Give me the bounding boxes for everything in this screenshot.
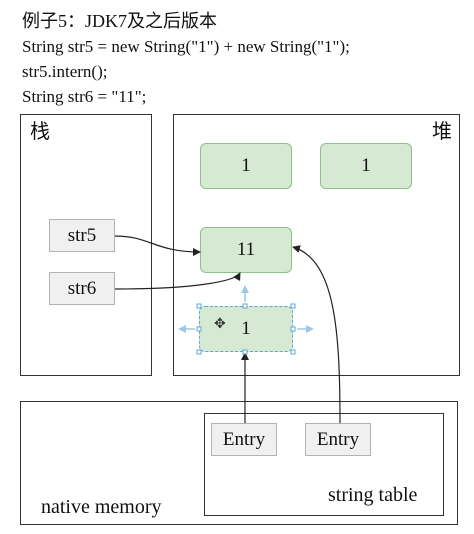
native-memory-label: native memory: [41, 496, 162, 518]
stack-label: 栈: [30, 119, 50, 143]
stack-var-str5[interactable]: str5: [49, 219, 115, 252]
string-table-entry-2[interactable]: Entry: [305, 423, 371, 456]
code-line-1: String str5 = new String("1") + new Stri…: [22, 37, 350, 56]
move-icon[interactable]: ✥: [214, 316, 226, 332]
code-line-2: str5.intern();: [22, 62, 108, 81]
heap-label: 堆: [432, 119, 452, 143]
string-table-label: string table: [328, 484, 418, 506]
stack-var-str6[interactable]: str6: [49, 272, 115, 305]
heap-object-1a[interactable]: 1: [200, 143, 292, 189]
code-line-3: String str6 = "11";: [22, 87, 147, 106]
heap-object-1b[interactable]: 1: [320, 143, 412, 189]
heap-object-11[interactable]: 11: [200, 227, 292, 273]
string-table-entry-1[interactable]: Entry: [211, 423, 277, 456]
diagram-title: 例子5：JDK7及之后版本: [22, 11, 218, 31]
